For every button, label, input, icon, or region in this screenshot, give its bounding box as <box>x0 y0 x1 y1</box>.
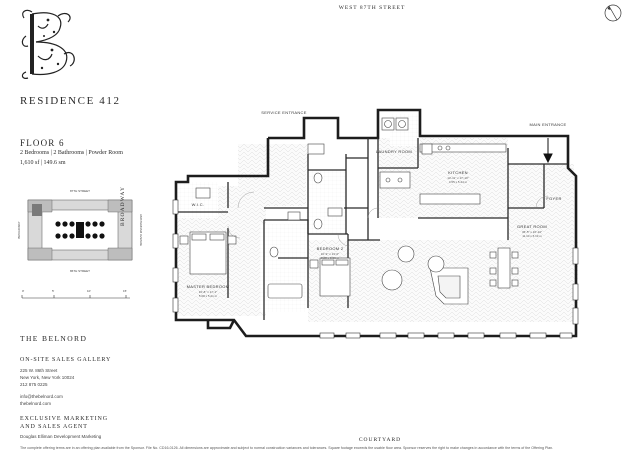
legal-disclaimer: The complete offering terms are in an of… <box>20 446 554 450</box>
label-bedroom-2: BEDROOM 2 <box>317 246 344 251</box>
master-bedroom-dimensions: 16'-8" x 17'-1" <box>199 290 217 294</box>
keyplan-right-label: AMSTERDAM AVENUE <box>139 214 143 246</box>
bedroom-2-dimensions: 10'-9" x 13'-0" <box>321 252 339 256</box>
floor-area: 1,610 sf | 149.6 sm <box>20 160 66 166</box>
scale-label-0: 0' <box>22 289 25 293</box>
scale-label-1: 5' <box>52 289 55 293</box>
scale-label-2: 10' <box>87 289 91 293</box>
great-room-dimensions: 36'-5" x 16'-10" <box>522 230 542 234</box>
gallery-phone: 212 875 0225 <box>20 382 48 387</box>
key-plan: 87TH STREET 86TH STREET BROADWAY AMSTERD… <box>17 189 143 273</box>
floor-title: FLOOR 6 <box>20 138 65 148</box>
bedroom-2-dimensions-metric: 3.28 x 3.96 m <box>321 256 340 260</box>
belnord-wordmark: THE BELNORD <box>20 334 88 343</box>
gallery-address-line1: 225 W. 86th Street <box>20 368 58 373</box>
label-foyer: FOYER <box>546 196 561 201</box>
label-great-room: GREAT ROOM <box>517 224 547 229</box>
marketing-title-line1: EXCLUSIVE MARKETING <box>20 416 108 422</box>
street-label-top: WEST 87TH STREET <box>338 5 406 11</box>
marketing-title-line2: AND SALES AGENT <box>20 424 88 430</box>
scale-bar: 0' 5' 10' 15' <box>21 289 130 299</box>
label-laundry-room: LAUNDRY ROOM <box>376 149 412 154</box>
keyplan-left-label: BROADWAY <box>17 221 21 238</box>
label-service-entrance: SERVICE ENTRANCE <box>261 110 306 115</box>
north-arrow-icon <box>604 4 622 22</box>
floor-room-count: 2 Bedrooms | 2 Bathrooms | Powder Room <box>20 150 123 156</box>
kitchen-dimensions-metric: 4.55 x 5.44 m <box>449 180 468 184</box>
keyplan-bottom-label: 86TH STREET <box>70 269 90 273</box>
label-main-entrance: MAIN ENTRANCE <box>529 122 566 127</box>
gallery-address-line2: New York, New York 10024 <box>20 375 75 380</box>
label-master-bedroom: MASTER BEDROOM <box>187 284 230 289</box>
gallery-website-link[interactable]: thebelnord.com <box>20 401 52 406</box>
scale-label-3: 15' <box>123 289 127 293</box>
kitchen-dimensions: 14'-11" x 17'-10" <box>447 176 469 180</box>
marketing-agent-name: Douglas Elliman Development Marketing <box>20 434 102 439</box>
label-walk-in-closet: W.I.C. <box>192 202 205 207</box>
street-label-broadway: BROADWAY <box>120 185 126 226</box>
courtyard-label: COURTYARD <box>358 437 402 443</box>
floor-plan-drawing: SERVICE ENTRANCE MAIN ENTRANCE LAUNDRY R… <box>172 108 579 339</box>
great-room-dimensions-metric: 11.10 x 5.13 m <box>522 234 542 238</box>
belnord-monogram-logo <box>21 9 75 79</box>
residence-title: RESIDENCE 412 <box>20 95 121 107</box>
gallery-email-link[interactable]: info@thebelnord.com <box>20 394 63 399</box>
master-bedroom-dimensions-metric: 5.08 x 5.21 m <box>199 294 218 298</box>
label-kitchen: KITCHEN <box>448 170 468 175</box>
sales-gallery-title: ON-SITE SALES GALLERY <box>20 357 112 363</box>
keyplan-top-label: 87TH STREET <box>70 189 90 193</box>
